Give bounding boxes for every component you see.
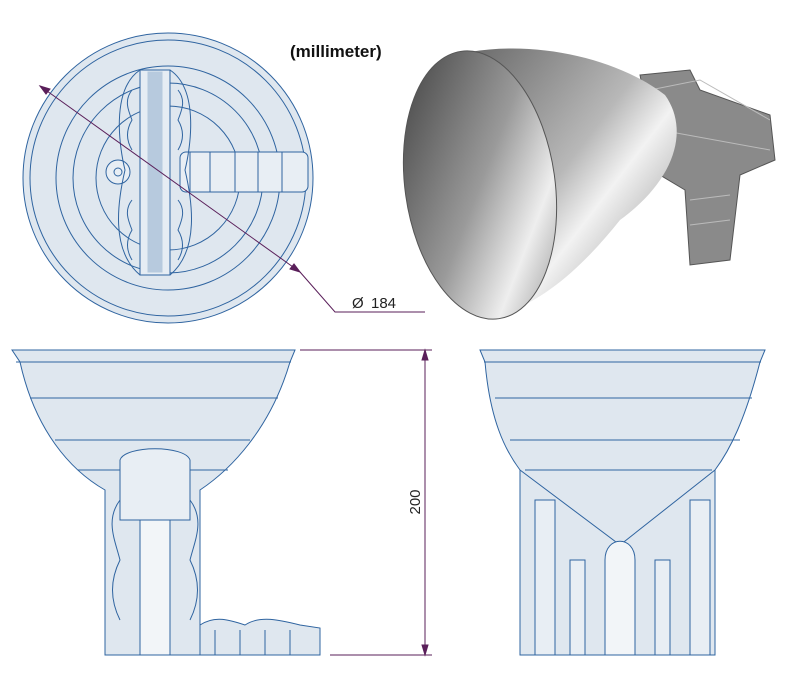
height-value: 200 bbox=[407, 489, 424, 514]
diameter-value: 184 bbox=[371, 295, 396, 312]
front-view bbox=[11, 349, 321, 656]
isometric-render bbox=[402, 48, 776, 320]
units-label: (millimeter) bbox=[290, 42, 382, 61]
diameter-dimension bbox=[38, 85, 425, 313]
diameter-symbol: Ø bbox=[352, 295, 364, 312]
height-dimension bbox=[300, 348, 432, 657]
side-view bbox=[479, 349, 766, 656]
